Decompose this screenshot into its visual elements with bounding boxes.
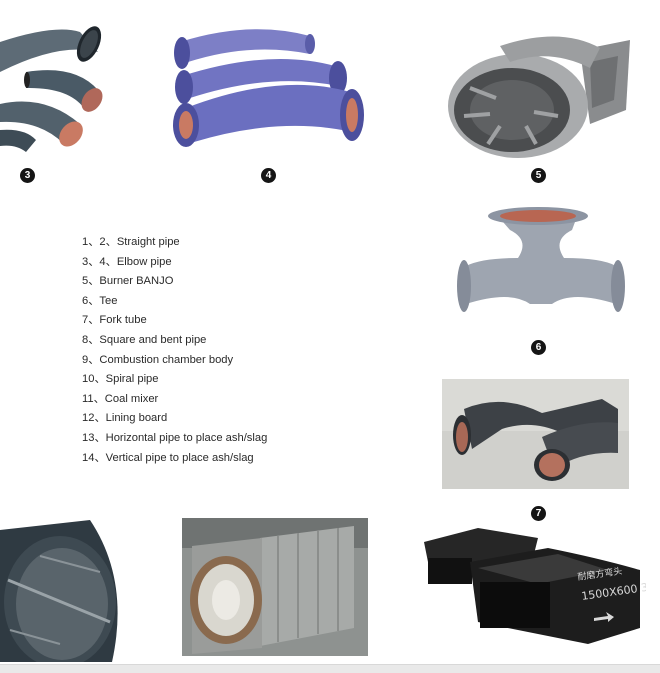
badge-5: 5 <box>531 168 546 183</box>
list-item: 10、Spiral pipe <box>82 373 159 386</box>
list-item: 9、Combustion chamber body <box>82 353 234 366</box>
list-item: 5、Burner BANJO <box>82 275 174 288</box>
list-item: 3、4、Elbow pipe <box>82 255 172 268</box>
flanged-elbows-photo <box>160 20 376 160</box>
list-item: 12、Lining board <box>82 412 168 425</box>
fork-tube-photo <box>442 379 629 489</box>
arrow-marking-icon <box>594 612 614 622</box>
list-item: 11、Coal mixer <box>82 392 159 405</box>
badge-4: 4 <box>261 168 276 183</box>
badge-7: 7 <box>531 506 546 521</box>
list-item: 6、Tee <box>82 294 118 307</box>
list-item: 1、2、Straight pipe <box>82 236 180 248</box>
list-item: 14、Vertical pipe to place ash/slag <box>82 451 254 464</box>
combustion-chamber-photo <box>182 518 368 656</box>
product-list: 1、2、Straight pipe 3、4、Elbow pipe 5、Burne… <box>82 234 267 469</box>
square-bent-pipe-photo: 耐磨方弯头 1500X600 30° <box>418 518 646 660</box>
list-item: 13、Horizontal pipe to place ash/slag <box>82 431 268 444</box>
badge-6: 6 <box>531 340 546 355</box>
elbow-pipes-photo <box>0 12 112 162</box>
tee-photo <box>452 200 630 322</box>
list-item: 8、Square and bent pipe <box>82 333 207 346</box>
spiral-pipe-photo <box>0 520 132 662</box>
badge-3: 3 <box>20 168 35 183</box>
burner-banjo-photo <box>440 18 636 162</box>
list-item: 7、Fork tube <box>82 314 147 327</box>
page-footer-bar <box>0 664 660 673</box>
